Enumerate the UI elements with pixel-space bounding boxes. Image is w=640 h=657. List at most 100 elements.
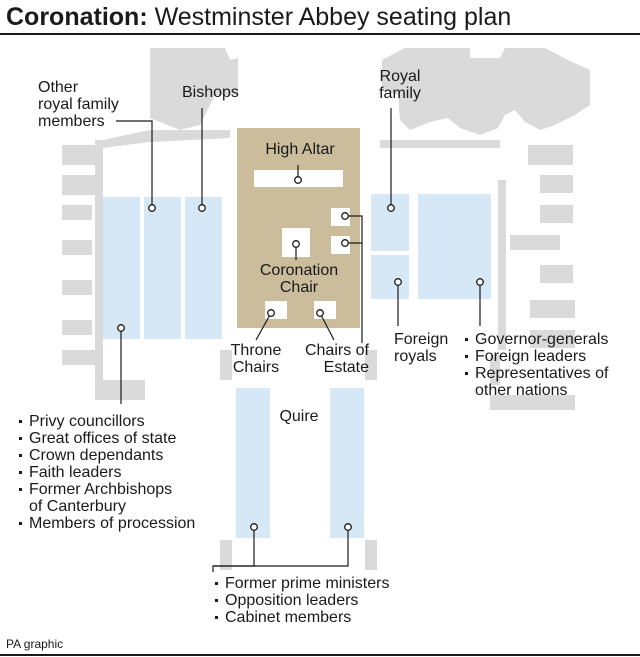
marker-bishops: [198, 204, 206, 212]
building-south-pier1: [220, 350, 232, 380]
label-royal-family-line2: family: [379, 85, 421, 102]
label-coronation-chair-line1: Coronation: [259, 262, 339, 279]
page-title: Coronation: Westminster Abbey seating pl…: [6, 3, 511, 32]
building-buttress-ne2: [540, 175, 573, 193]
list-item: Crown dependants: [19, 447, 195, 464]
seating-other-royal-family: [144, 197, 181, 339]
label-chairs-of-estate-line1: Chairs of: [304, 342, 369, 359]
building-buttress-nw7: [62, 350, 100, 365]
label-coronation-chair: Coronation Chair: [249, 262, 349, 296]
seating-quire-west: [236, 388, 270, 538]
leader-chairs-of-estate-lower: [319, 312, 335, 341]
leader-throne-chairs: [255, 312, 272, 341]
building-buttress-ne5: [540, 265, 573, 283]
label-foreign-royals-line1: Foreign: [394, 331, 449, 348]
label-throne-chairs: Throne Chairs: [224, 342, 288, 376]
building-buttress-nw4: [62, 240, 92, 255]
abbey-building-outline: [62, 48, 590, 570]
label-foreign-royals-line2: royals: [394, 348, 437, 365]
title-rest: Westminster Abbey seating plan: [147, 3, 512, 31]
list-item-continued: of Canterbury: [29, 498, 126, 515]
building-buttress-nw2: [62, 175, 100, 195]
list-ministers: Former prime ministers Opposition leader…: [215, 575, 389, 626]
seating-bishops: [185, 197, 222, 339]
list-item: Former prime ministers: [215, 575, 389, 592]
label-royal-family: Royal family: [372, 68, 428, 102]
marker-foreign-royals: [394, 278, 402, 286]
list-item-continued: other nations: [475, 382, 568, 399]
marker-other-royal-family: [148, 204, 156, 212]
label-other-royal-family-line3: members: [38, 113, 105, 130]
list-item: Cabinet members: [215, 609, 389, 626]
building-buttress-ne4: [510, 235, 560, 250]
marker-privy-councillors: [117, 324, 125, 332]
marker-throne-chair-2: [316, 309, 324, 317]
label-chairs-of-estate-line2: Estate: [323, 359, 369, 376]
bottom-rule: [0, 654, 640, 656]
list-item: Faith leaders: [19, 464, 195, 481]
building-south-pier4: [365, 540, 377, 570]
credit: PA graphic: [6, 637, 64, 651]
list-item: Representatives of: [465, 365, 608, 382]
label-coronation-chair-line2: Chair: [279, 279, 319, 296]
list-item: Governor-generals: [465, 331, 608, 348]
title-bold: Coronation:: [6, 3, 148, 31]
building-buttress-ne6: [530, 300, 575, 318]
building-chapel-ne: [382, 48, 590, 135]
leader-chairs-of-estate: [345, 215, 363, 343]
label-high-altar: High Altar: [265, 141, 335, 158]
building-buttress-nw1: [62, 145, 100, 165]
marker-coronation-chair: [292, 240, 300, 248]
building-wall-west: [95, 140, 103, 380]
building-buttress-nw3: [62, 205, 92, 220]
throne-chair-2: [314, 301, 336, 319]
building-south-pier2: [365, 350, 377, 380]
building-buttress-ne7: [530, 330, 575, 348]
leader-other-royal-family: [116, 120, 153, 208]
building-buttress-nw6: [62, 320, 92, 335]
list-item: Opposition leaders: [215, 592, 389, 609]
label-other-royal-family-line2: royal family: [38, 96, 119, 113]
seating-blocks: [103, 194, 491, 538]
seating-quire-east: [330, 388, 364, 538]
label-foreign-royals: Foreign royals: [394, 331, 448, 365]
label-chairs-of-estate: Chairs of Estate: [303, 342, 369, 376]
marker-royal-family: [387, 204, 395, 212]
building-buttress-nw5: [62, 280, 92, 295]
throne-chair-1: [265, 301, 287, 319]
building-buttress-ne8: [490, 355, 500, 385]
label-throne-chairs-line1: Throne: [230, 342, 282, 359]
seating-privy-councillors: [103, 197, 140, 339]
list-item: Former Archbishops: [19, 481, 195, 498]
list-privy-councillors: Privy councillors Great offices of state…: [19, 413, 195, 532]
label-throne-chairs-line2: Chairs: [232, 359, 280, 376]
marker-high-altar: [294, 176, 302, 184]
list-governor-generals: Governor-generals Foreign leaders Repres…: [465, 331, 608, 399]
building-arm-east: [380, 140, 500, 148]
building-buttress-ne1: [528, 145, 573, 165]
label-other-royal-family-line1: Other: [38, 79, 79, 96]
building-chapel-nw: [150, 48, 238, 130]
building-arm-west: [103, 130, 230, 148]
title-rule: [0, 33, 640, 35]
marker-chair-of-estate-2: [341, 239, 349, 247]
marker-chair-of-estate-1: [341, 212, 349, 220]
list-item: Members of procession: [19, 515, 195, 532]
label-quire: Quire: [279, 408, 319, 425]
label-other-royal-family: Other royal family members: [38, 79, 119, 130]
seating-foreign-royals: [371, 255, 409, 299]
building-buttress-ne9: [490, 395, 575, 410]
list-item: Privy councillors: [19, 413, 195, 430]
building-south-pier3: [220, 540, 232, 570]
marker-circles: [117, 176, 484, 531]
marker-throne-chair-1: [267, 309, 275, 317]
list-item: Great offices of state: [19, 430, 195, 447]
leader-quire-east: [213, 527, 349, 567]
building-wall-east: [498, 180, 506, 350]
marker-quire-west: [250, 523, 258, 531]
label-royal-family-line1: Royal: [379, 68, 421, 85]
building-buttress-ne3: [540, 205, 573, 223]
marker-quire-east: [344, 523, 352, 531]
building-south-west: [95, 380, 145, 400]
